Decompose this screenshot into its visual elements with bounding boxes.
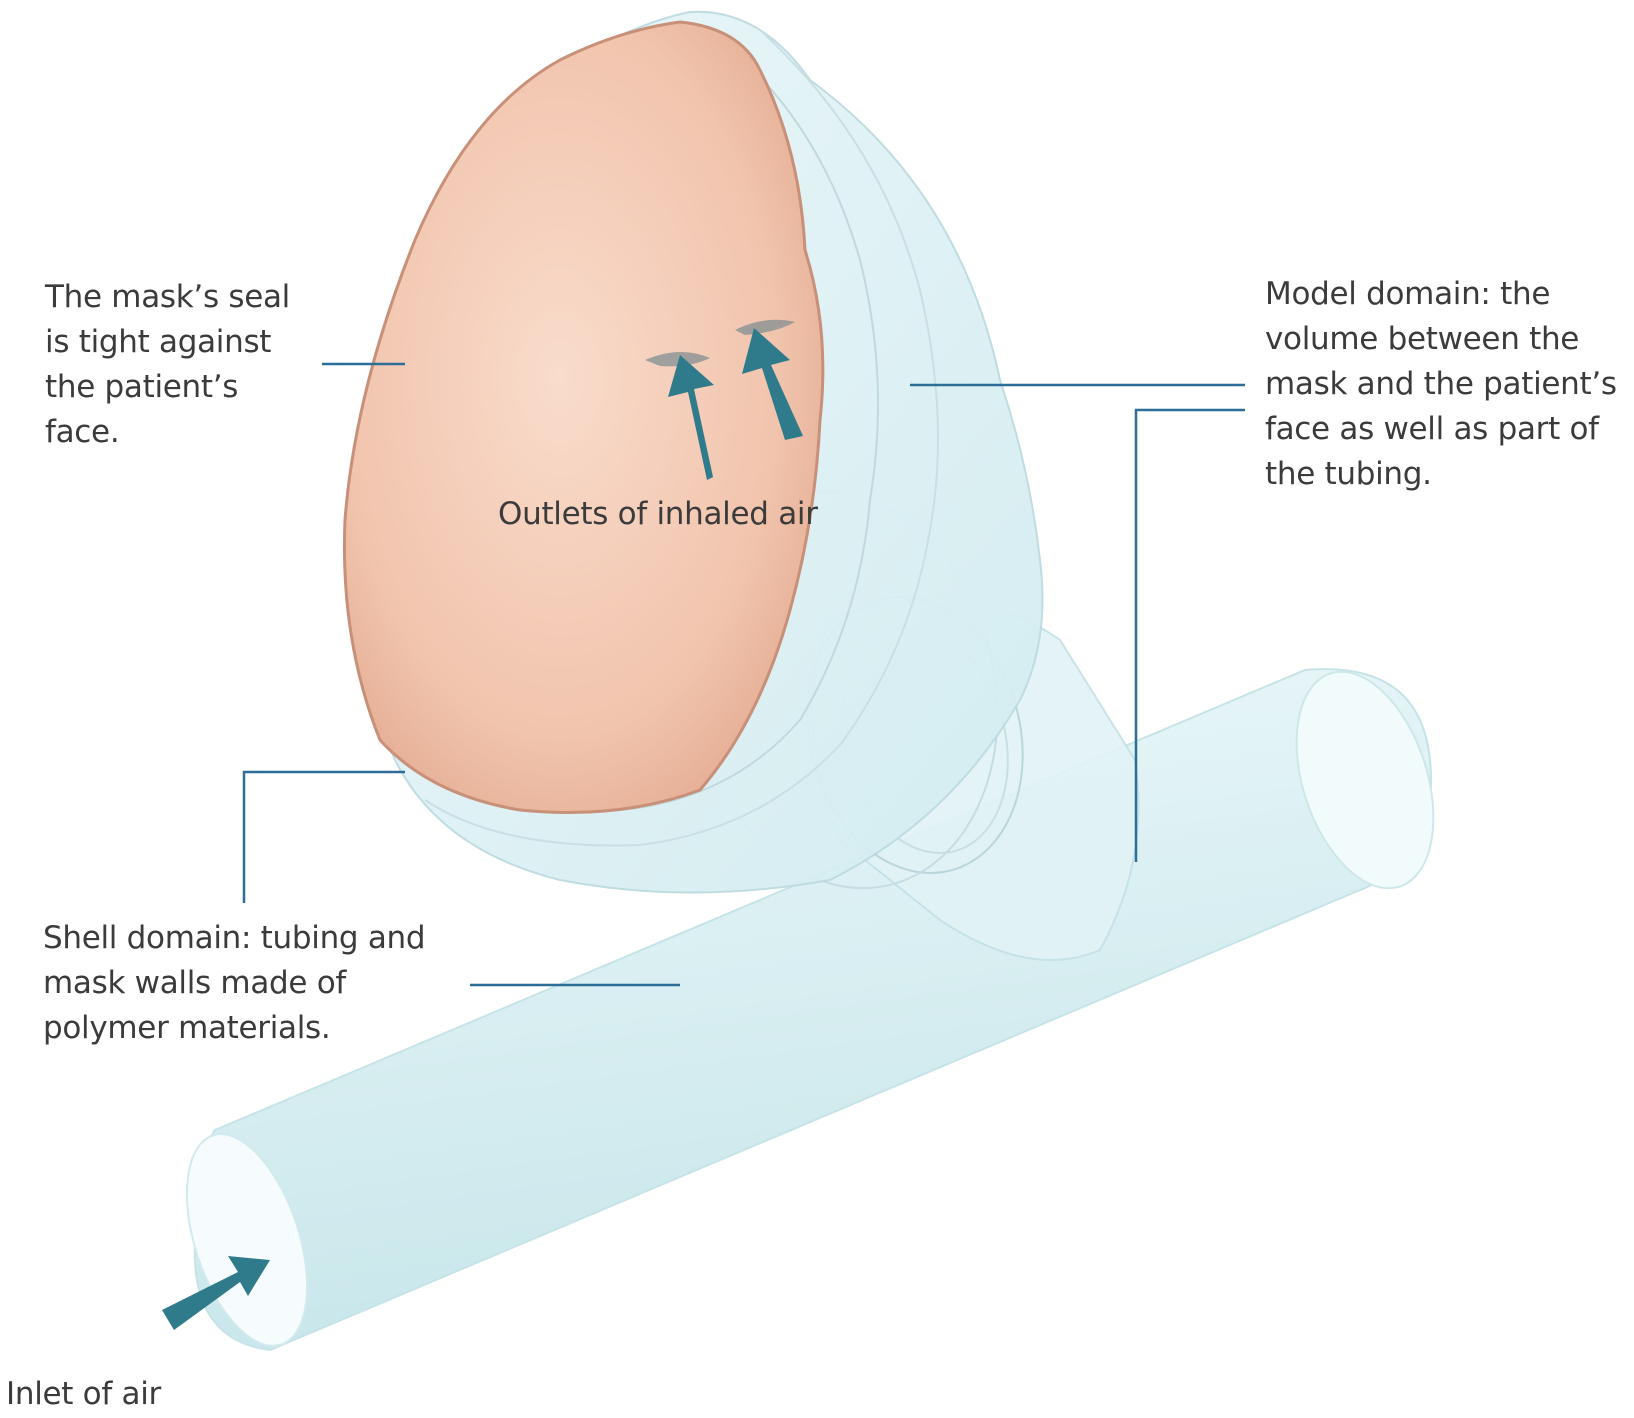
nostril-left — [645, 351, 710, 367]
leader-lines — [242, 362, 1245, 987]
outlets-label: Outlets of inhaled air — [498, 492, 818, 537]
seal-label-line: face. — [45, 414, 120, 450]
model-label-line: mask and the patient’s — [1265, 366, 1617, 402]
seal-label: The mask’s seal is tight against the pat… — [45, 275, 290, 455]
inlet-arrow — [162, 1256, 270, 1330]
mask-cushion-rim-outer — [424, 29, 939, 847]
model-domain-label: Model domain: the volume between the mas… — [1265, 272, 1617, 497]
outlet-arrow-left — [668, 355, 714, 480]
seal-label-line: The mask’s seal — [45, 279, 290, 315]
model-label-line: the tubing. — [1265, 456, 1432, 492]
shell-domain-label: Shell domain: tubing and mask walls made… — [43, 916, 426, 1051]
model-label-line: volume between the — [1265, 321, 1580, 357]
outlets-label-text: Outlets of inhaled air — [498, 496, 818, 532]
tube-outlet-end — [1295, 670, 1435, 890]
model-label-line: Model domain: the — [1265, 276, 1551, 312]
leader-model-vertical — [1134, 408, 1245, 862]
inlet-label-text: Inlet of air — [6, 1376, 161, 1412]
model-label-line: face as well as part of — [1265, 411, 1599, 447]
inlet-label: Inlet of air — [6, 1372, 161, 1417]
shell-label-line: polymer materials. — [43, 1010, 331, 1046]
seal-label-line: the patient’s — [45, 369, 239, 405]
airflow-arrows — [162, 328, 803, 1330]
outlet-arrow-right — [742, 328, 803, 440]
leader-shell-upper — [242, 770, 405, 903]
patient-face — [342, 20, 825, 814]
seal-label-line: is tight against — [45, 324, 272, 360]
shell-label-line: Shell domain: tubing and — [43, 920, 426, 956]
shell-label-line: mask walls made of — [43, 965, 347, 1001]
nostril-right — [735, 319, 795, 335]
